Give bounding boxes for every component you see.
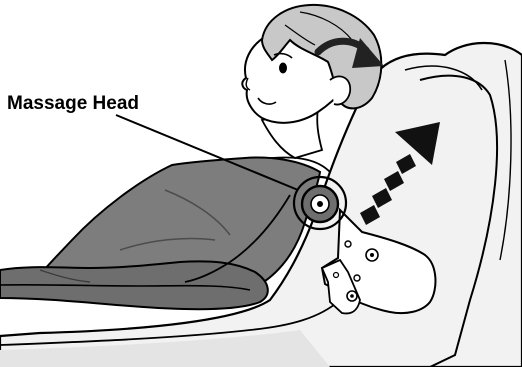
eye [279, 63, 287, 74]
massage-head-label: Massage Head [7, 94, 139, 113]
